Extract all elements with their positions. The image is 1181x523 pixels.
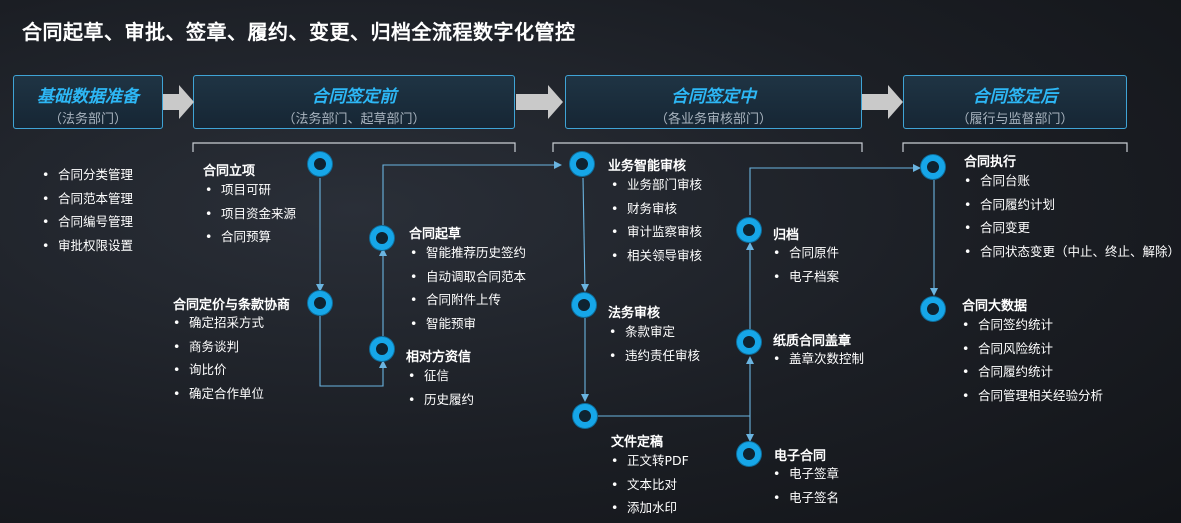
list-item: 合同状态变更（中止、终止、解除） bbox=[962, 242, 1180, 266]
step-heading-zhizhi: 纸质合同盖章 bbox=[773, 334, 852, 349]
step-list-guidang: 合同原件 电子档案 bbox=[771, 243, 839, 290]
node-zixin bbox=[370, 337, 394, 361]
step-list-fawu: 条款审定 违约责任审核 bbox=[607, 322, 700, 369]
node-zhixing bbox=[921, 155, 945, 179]
step-heading-lixiang: 合同立项 bbox=[203, 164, 256, 179]
phase-title: 合同签定前 bbox=[311, 87, 397, 107]
list-item: 合同变更 bbox=[962, 218, 1180, 242]
list-item: 智能推荐历史签约 bbox=[408, 243, 526, 267]
list-item: 合同风险统计 bbox=[960, 339, 1103, 363]
step-list-qicao: 智能推荐历史签约 自动调取合同范本 合同附件上传 智能预审 bbox=[408, 243, 526, 337]
list-item: 电子签名 bbox=[771, 488, 839, 512]
step-list-yewu: 业务部门审核 财务审核 审计监察审核 相关领导审核 bbox=[609, 175, 702, 269]
node-dianzi bbox=[737, 442, 761, 466]
list-item: 自动调取合同范本 bbox=[408, 267, 526, 291]
list-item: 电子档案 bbox=[771, 267, 839, 291]
list-item: 合同管理相关经验分析 bbox=[960, 386, 1103, 410]
base-data-list: 合同分类管理 合同范本管理 合同编号管理 审批权限设置 bbox=[40, 165, 133, 259]
list-item: 合同履约统计 bbox=[960, 362, 1103, 386]
list-item: 询比价 bbox=[171, 360, 264, 384]
step-list-wenjian: 正文转PDF 文本比对 添加水印 bbox=[609, 451, 689, 522]
step-heading-guidang: 归档 bbox=[773, 228, 800, 243]
step-list-dashuju: 合同签约统计 合同风险统计 合同履约统计 合同管理相关经验分析 bbox=[960, 315, 1103, 409]
page-title: 合同起草、审批、签章、履约、变更、归档全流程数字化管控 bbox=[22, 20, 576, 44]
list-item: 盖章次数控制 bbox=[771, 349, 864, 373]
list-item: 合同附件上传 bbox=[408, 290, 526, 314]
node-dingjia bbox=[308, 291, 332, 315]
brace-after bbox=[902, 142, 1128, 152]
list-item: 合同预算 bbox=[203, 227, 296, 251]
list-item: 项目资金来源 bbox=[203, 204, 296, 228]
list-item: 业务部门审核 bbox=[609, 175, 702, 199]
step-list-zhizhi: 盖章次数控制 bbox=[771, 349, 864, 373]
phase-subtitle: （法务部门、起草部门） bbox=[282, 112, 426, 127]
phase-during-signing: 合同签定中 （各业务审核部门） bbox=[565, 75, 862, 129]
list-item: 合同履约计划 bbox=[962, 195, 1180, 219]
flow-arrow-icon bbox=[862, 85, 903, 119]
step-heading-wenjian: 文件定稿 bbox=[611, 435, 664, 450]
step-heading-dashuju: 合同大数据 bbox=[962, 299, 1028, 314]
list-item: 合同签约统计 bbox=[960, 315, 1103, 339]
step-heading-dianzi: 电子合同 bbox=[774, 449, 827, 464]
list-item: 审计监察审核 bbox=[609, 222, 702, 246]
list-item: 商务谈判 bbox=[171, 337, 264, 361]
phase-title: 合同签定后 bbox=[972, 87, 1058, 107]
list-item: 财务审核 bbox=[609, 199, 702, 223]
brace-during bbox=[552, 142, 863, 152]
node-dashuju bbox=[921, 297, 945, 321]
step-heading-fawu: 法务审核 bbox=[608, 306, 661, 321]
step-list-dingjia: 确定招采方式 商务谈判 询比价 确定合作单位 bbox=[171, 313, 264, 407]
node-wenjian bbox=[573, 404, 597, 428]
node-lixiang bbox=[308, 152, 332, 176]
phase-after-signing: 合同签定后 （履行与监督部门） bbox=[903, 75, 1127, 129]
node-qicao bbox=[370, 226, 394, 250]
list-item: 确定招采方式 bbox=[171, 313, 264, 337]
flow-arrow-icon bbox=[163, 85, 194, 119]
step-list-zhixing: 合同台账 合同履约计划 合同变更 合同状态变更（中止、终止、解除） bbox=[962, 171, 1180, 265]
list-item: 合同台账 bbox=[962, 171, 1180, 195]
list-item: 合同编号管理 bbox=[40, 212, 133, 236]
step-heading-dingjia: 合同定价与条款协商 bbox=[173, 298, 291, 313]
list-item: 合同范本管理 bbox=[40, 189, 133, 213]
phase-subtitle: （履行与监督部门） bbox=[956, 112, 1074, 127]
phase-base-data: 基础数据准备 （法务部门） bbox=[13, 75, 163, 129]
step-heading-zixin: 相对方资信 bbox=[406, 350, 472, 365]
list-item: 历史履约 bbox=[406, 390, 474, 414]
list-item: 相关领导审核 bbox=[609, 246, 702, 270]
node-fawu bbox=[572, 293, 596, 317]
list-item: 审批权限设置 bbox=[40, 236, 133, 260]
brace-before bbox=[192, 142, 516, 152]
step-heading-zhixing: 合同执行 bbox=[964, 155, 1017, 170]
phase-subtitle: （各业务审核部门） bbox=[654, 112, 772, 127]
step-heading-qicao: 合同起草 bbox=[409, 227, 462, 242]
list-item: 合同原件 bbox=[771, 243, 839, 267]
list-item: 文本比对 bbox=[609, 475, 689, 499]
step-list-lixiang: 项目可研 项目资金来源 合同预算 bbox=[203, 180, 296, 251]
step-list-dianzi: 电子签章 电子签名 bbox=[771, 464, 839, 511]
list-item: 正文转PDF bbox=[609, 451, 689, 475]
flow-arrow-icon bbox=[516, 85, 563, 119]
step-list-zixin: 征信 历史履约 bbox=[406, 366, 474, 413]
list-item: 合同分类管理 bbox=[40, 165, 133, 189]
phase-title: 合同签定中 bbox=[671, 87, 756, 107]
phase-subtitle: （法务部门） bbox=[48, 112, 127, 127]
list-item: 添加水印 bbox=[609, 498, 689, 522]
list-item: 智能预审 bbox=[408, 314, 526, 338]
node-zhizhi bbox=[737, 330, 761, 354]
phase-title: 基础数据准备 bbox=[37, 87, 139, 107]
list-item: 违约责任审核 bbox=[607, 346, 700, 370]
phase-before-signing: 合同签定前 （法务部门、起草部门） bbox=[193, 75, 515, 129]
list-item: 征信 bbox=[406, 366, 474, 390]
step-heading-yewu: 业务智能审核 bbox=[608, 159, 687, 174]
list-item: 确定合作单位 bbox=[171, 384, 264, 408]
list-item: 条款审定 bbox=[607, 322, 700, 346]
list-item: 项目可研 bbox=[203, 180, 296, 204]
node-guidang bbox=[737, 218, 761, 242]
list-item: 电子签章 bbox=[771, 464, 839, 488]
node-yewu bbox=[570, 152, 594, 176]
